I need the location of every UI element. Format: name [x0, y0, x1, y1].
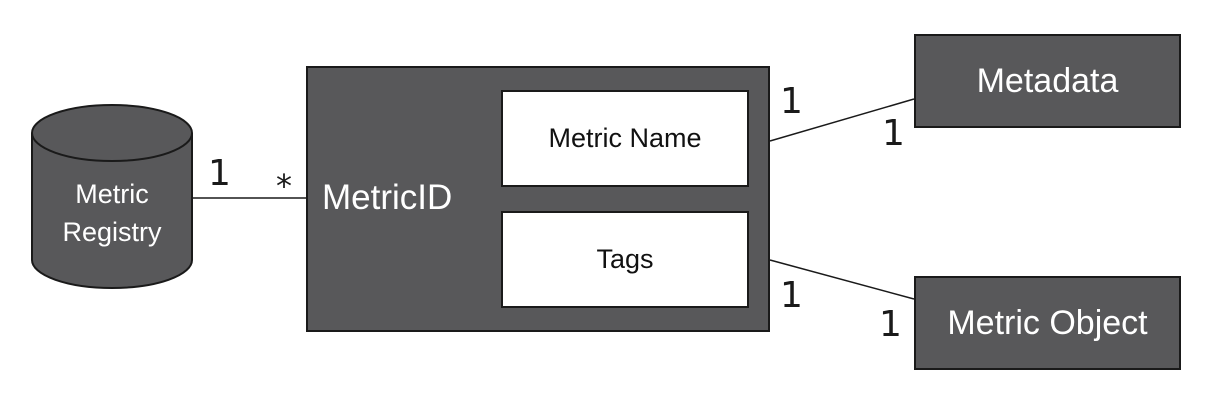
- edge-metricname-to-metadata: [769, 98, 915, 142]
- metric-name-label: Metric Name: [548, 123, 702, 153]
- metric-object-label: Metric Object: [947, 303, 1148, 342]
- tags-label: Tags: [596, 244, 654, 274]
- metadata-label: Metadata: [976, 61, 1119, 100]
- metric-name-box: Metric Name: [501, 90, 749, 187]
- multiplicity-metricobject-side: 1: [879, 304, 902, 345]
- metric-object-box: Metric Object: [914, 276, 1181, 370]
- multiplicity-registry-side: 1: [208, 153, 231, 194]
- metric-id-label: MetricID: [322, 178, 453, 217]
- multiplicity-tags-side: 1: [780, 275, 803, 316]
- metric-registry-cylinder: [31, 104, 193, 289]
- tags-box: Tags: [501, 211, 749, 308]
- multiplicity-metricid-side: *: [276, 167, 292, 205]
- registry-label-line1: Metric: [75, 179, 149, 209]
- edge-tags-to-metricobject: [769, 259, 915, 300]
- metric-registry-label: Metric Registry: [32, 175, 192, 251]
- metadata-box: Metadata: [914, 34, 1181, 128]
- multiplicity-metadata-side: 1: [882, 113, 905, 154]
- multiplicity-metricname-side: 1: [780, 81, 803, 122]
- registry-label-line2: Registry: [62, 217, 162, 247]
